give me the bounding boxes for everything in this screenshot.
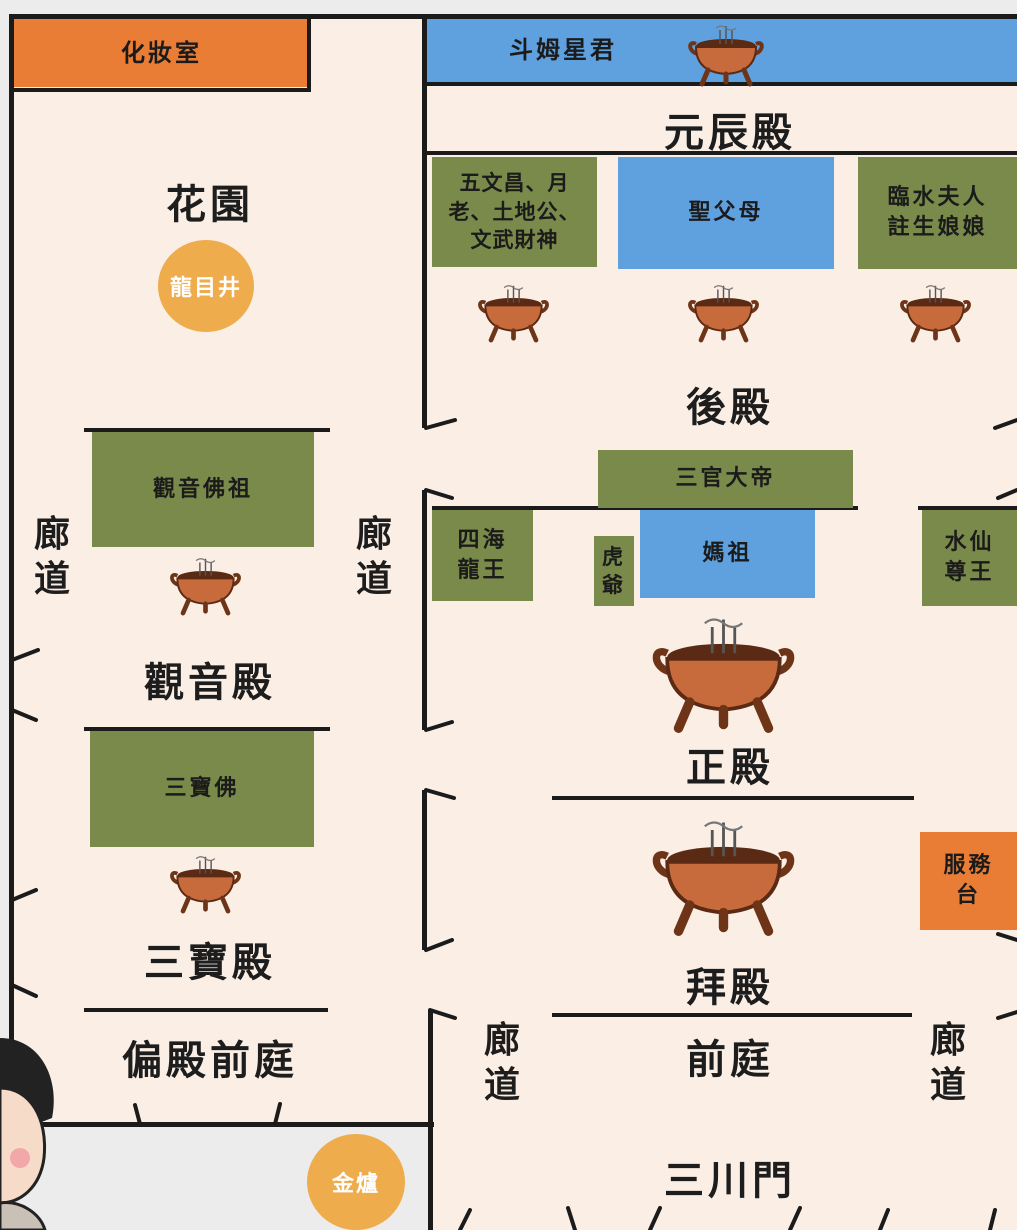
guanyin-shrine[interactable]: 觀音佛祖 xyxy=(92,432,314,547)
left-wing-floor xyxy=(12,18,430,1126)
wall-yuanchen-top xyxy=(427,82,1017,86)
incense-burner-icon xyxy=(686,22,766,86)
vanity-room-border xyxy=(307,18,311,91)
sihai-shrine[interactable]: 四海龍王 xyxy=(432,510,533,601)
wall-center-bottom xyxy=(428,1010,433,1230)
yuanchen-hall-label: 元辰殿 xyxy=(664,110,796,156)
wall-main-hall-bottom xyxy=(552,796,914,800)
guanyin-hall-label: 觀音殿 xyxy=(144,660,276,706)
corridor-label-right-1: 廊道 xyxy=(483,1020,520,1106)
wenchang-shrine[interactable]: 五文昌、月老、土地公、文武財神 xyxy=(432,157,597,267)
garden-label: 花園 xyxy=(166,182,254,228)
incense-burner-icon xyxy=(898,282,973,342)
incense-burner-icon xyxy=(168,853,243,913)
corridor-label-left-2: 廊道 xyxy=(355,514,392,600)
incense-burner-icon xyxy=(168,555,243,615)
wall-yuanchen-bottom xyxy=(427,151,1017,155)
vanity-room-border-bottom xyxy=(12,88,311,92)
wall-worship-hall-bottom xyxy=(552,1013,912,1017)
wall-center-lower xyxy=(422,790,427,950)
wall-center-mid xyxy=(422,490,427,730)
service-desk[interactable]: 服務台 xyxy=(920,832,1017,930)
main-hall-label: 正殿 xyxy=(686,745,774,791)
incense-burner-icon xyxy=(686,282,761,342)
wall-side-court-top xyxy=(84,1008,328,1012)
sanchuan-gate-label: 三川門 xyxy=(664,1158,796,1204)
gold-furnace[interactable]: 金爐 xyxy=(307,1134,405,1230)
front-court-label: 前庭 xyxy=(686,1037,774,1083)
wall-guanyin-top xyxy=(84,428,330,432)
corridor-label-right-2: 廊道 xyxy=(929,1020,966,1106)
incense-burner-icon xyxy=(646,612,801,732)
three-buddhas-shrine[interactable]: 三寶佛 xyxy=(90,731,314,847)
wall-top xyxy=(10,14,1017,19)
three-treasures-hall-label: 三寶殿 xyxy=(144,940,276,986)
sanguan-shrine[interactable]: 三官大帝 xyxy=(598,450,853,508)
incense-burner-icon xyxy=(646,815,801,935)
wall-rear-hall-bottom-left xyxy=(432,506,858,510)
mazu-shrine[interactable]: 媽祖 xyxy=(640,510,815,598)
wall-left-wing-bottom xyxy=(9,1122,434,1127)
shuixian-shrine[interactable]: 水仙尊王 xyxy=(922,510,1017,606)
worship-hall-label: 拜殿 xyxy=(686,965,774,1011)
tiger-shrine[interactable]: 虎爺 xyxy=(594,536,634,606)
wall-sanbao-top xyxy=(84,727,330,731)
person-avatar-icon xyxy=(0,1038,54,1230)
holy-parents-shrine[interactable]: 聖父母 xyxy=(618,157,834,269)
linshui-shrine[interactable]: 臨水夫人註生娘娘 xyxy=(858,157,1017,269)
dragon-eye-well[interactable]: 龍目井 xyxy=(158,240,254,332)
corridor-label-left-1: 廊道 xyxy=(33,514,70,600)
rear-hall-label: 後殿 xyxy=(686,385,774,431)
wall-left xyxy=(9,14,14,1126)
incense-burner-icon xyxy=(476,282,551,342)
wall-rear-hall-bottom-right xyxy=(918,506,1017,510)
wall-center-upper xyxy=(422,18,427,428)
side-front-court-label: 偏殿前庭 xyxy=(122,1038,298,1084)
vanity-room[interactable]: 化妝室 xyxy=(14,19,309,87)
